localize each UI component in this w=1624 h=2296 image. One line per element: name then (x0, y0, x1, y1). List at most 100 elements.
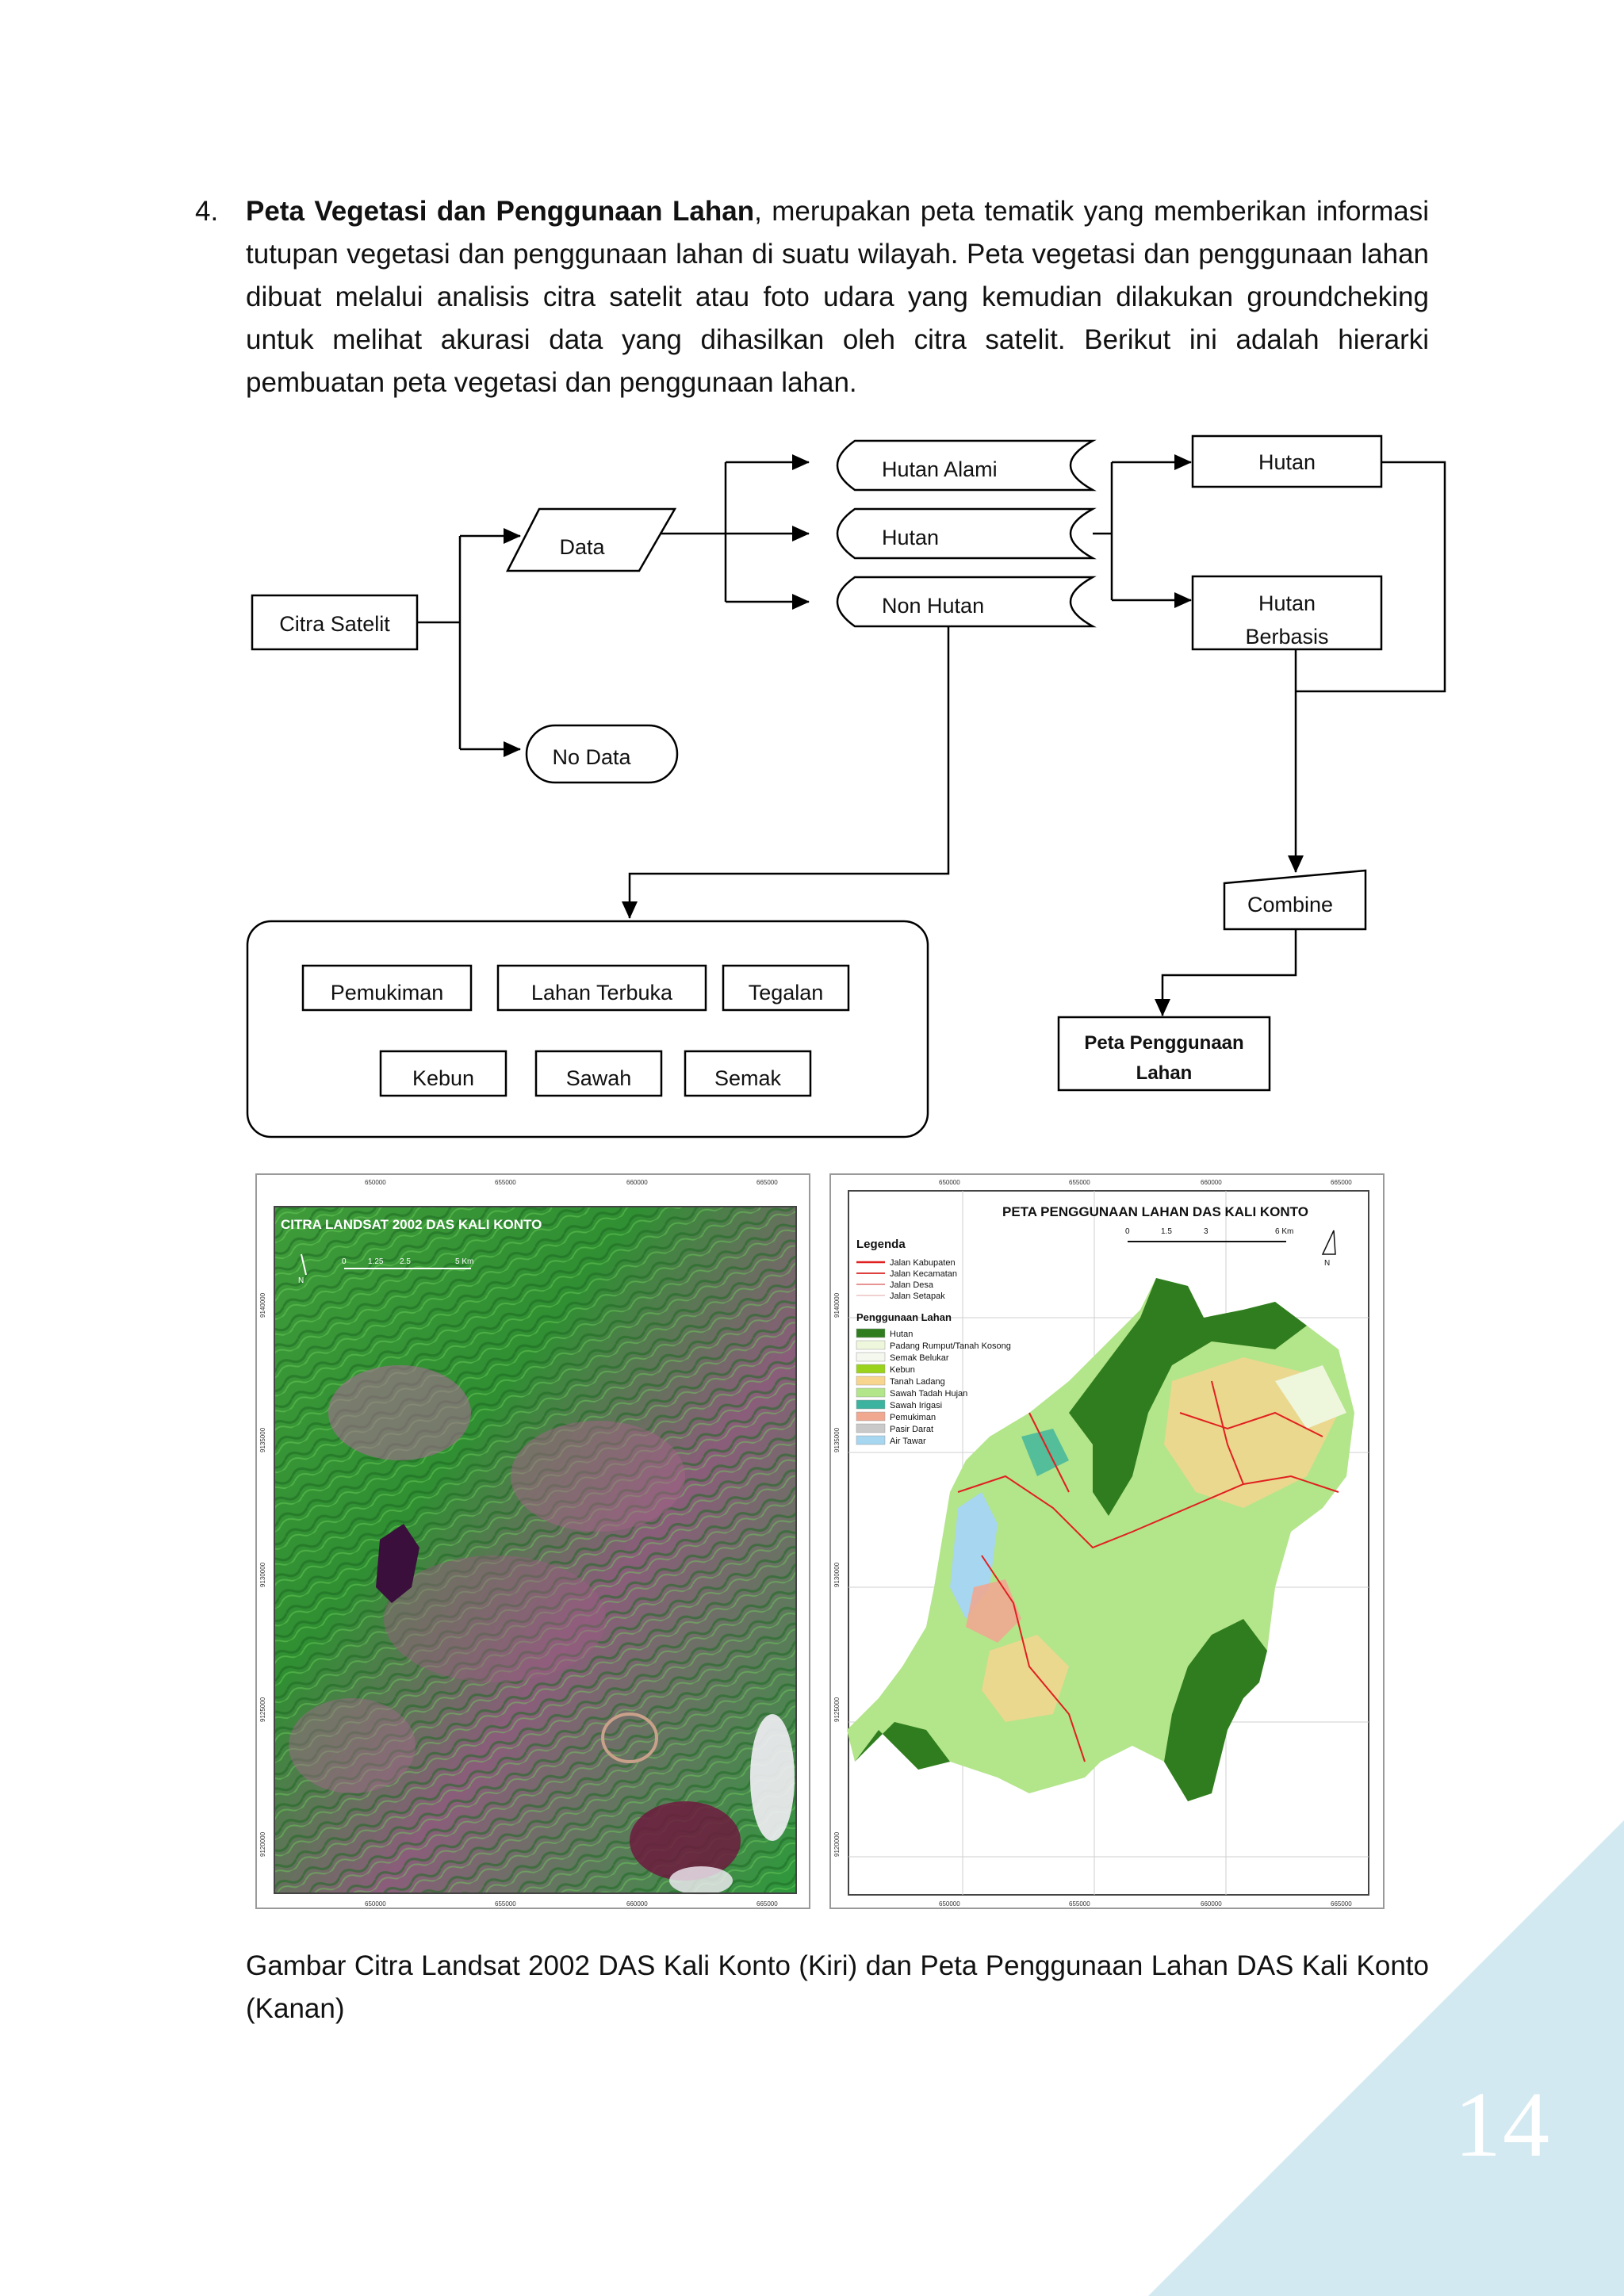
landsat-ytick-2: 9130000 (259, 1562, 266, 1587)
class-sawah: Sawah (566, 1066, 632, 1090)
landuse-north: N (1324, 1259, 1330, 1268)
landuse-ytick-2: 9130000 (833, 1562, 841, 1587)
class-semak: Semak (714, 1066, 782, 1090)
out-hutan-berbasis-label-1: Hutan (1258, 591, 1316, 615)
no-data-box (525, 724, 679, 784)
class-kebun: Kebun (412, 1066, 474, 1090)
landsat-image-frame: CITRA LANDSAT 2002 DAS KALI KONTO N 0 1.… (255, 1173, 810, 1909)
landsat-north: N (298, 1276, 304, 1285)
landsat-scale-1: 1.25 (368, 1257, 384, 1266)
class-tegalan: Tegalan (749, 981, 824, 1004)
combine-box (1223, 869, 1367, 931)
landuse-xtick-3: 665000 (1331, 1179, 1352, 1186)
legend-landuse-label: Semak Belukar (890, 1353, 949, 1363)
landsat-scale-0: 0 (342, 1257, 347, 1266)
landuse-scale-0: 0 (1125, 1227, 1130, 1236)
legend-landuse-label: Sawah Tadah Hujan (890, 1389, 967, 1399)
landuse-subtitle: Penggunaan Lahan (856, 1311, 952, 1323)
legend-swatch (856, 1387, 886, 1398)
figure-caption: Gambar Citra Landsat 2002 DAS Kali Konto… (246, 1950, 1429, 2024)
legend-road-1: Jalan Kecamatan (890, 1269, 957, 1279)
landuse-title: PETA PENGGUNAAN LAHAN DAS KALI KONTO (1002, 1204, 1308, 1219)
class-pemukiman: Pemukiman (331, 981, 444, 1004)
landuse-xtick-b1: 655000 (1069, 1900, 1090, 1908)
landsat-ytick-4: 9120000 (259, 1831, 266, 1857)
out-hutan-label: Hutan (1258, 450, 1316, 474)
landuse-legend: Legenda Jalan Kabupaten Jalan Kecamatan … (856, 1238, 1011, 1446)
legend-title: Legenda (856, 1238, 906, 1251)
landsat-ytick-0: 9140000 (259, 1292, 266, 1318)
data-box (505, 507, 677, 572)
landsat-xtick-b2: 660000 (626, 1900, 648, 1908)
out-hutan-berbasis-box (1191, 575, 1383, 651)
hutan-alami-box (836, 439, 1097, 492)
landsat-xtick-2: 660000 (626, 1179, 648, 1186)
legend-road-2: Jalan Desa (890, 1280, 934, 1290)
legend-landuse-label: Pemukiman (890, 1413, 936, 1422)
section-body: , merupakan peta tematik yang memberikan… (246, 196, 1429, 398)
landuse-xtick-0: 650000 (939, 1179, 960, 1186)
landuse-xtick-b2: 660000 (1201, 1900, 1222, 1908)
legend-swatch (856, 1399, 886, 1410)
legend-landuse-label: Kebun (890, 1365, 915, 1375)
list-number: 4. (195, 196, 219, 227)
landsat-image: CITRA LANDSAT 2002 DAS KALI KONTO N 0 1.… (259, 1179, 797, 1908)
page-number: 14 (1454, 2072, 1551, 2176)
legend-landuse-label: Air Tawar (890, 1437, 926, 1446)
non-hutan-label: Non Hutan (882, 594, 984, 618)
result-label-1: Peta Penggunaan (1084, 1032, 1243, 1054)
result-box (1057, 1016, 1271, 1092)
section-paragraph: Peta Vegetasi dan Penggunaan Lahan, meru… (246, 190, 1429, 404)
landuse-xtick-2: 660000 (1201, 1179, 1222, 1186)
citra-satelit-label: Citra Satelit (279, 612, 390, 636)
legend-swatch (856, 1435, 886, 1445)
landsat-xtick-3: 665000 (756, 1179, 778, 1186)
legend-swatch (856, 1328, 886, 1338)
landuse-xtick-b0: 650000 (939, 1900, 960, 1908)
legend-landuse-label: Padang Rumput/Tanah Kosong (890, 1341, 1011, 1351)
hutan-alami-label: Hutan Alami (882, 457, 998, 481)
landuse-ytick-3: 9125000 (833, 1697, 841, 1722)
legend-swatch (856, 1352, 886, 1362)
landuse-ytick-0: 9140000 (833, 1292, 841, 1318)
landsat-xtick-b1: 655000 (495, 1900, 516, 1908)
flowchart: Citra Satelit Data No Data Hutan Alami H… (246, 434, 1446, 1138)
legend-road-0: Jalan Kabupaten (890, 1258, 956, 1268)
landuse-scale-2: 3 (1204, 1227, 1208, 1236)
landsat-scale-2: 2.5 (400, 1257, 411, 1266)
landuse-ytick-1: 9135000 (833, 1427, 841, 1452)
out-hutan-berbasis-label-2: Berbasis (1245, 625, 1328, 649)
legend-swatch (856, 1423, 886, 1433)
data-label: Data (559, 535, 605, 559)
corner-decoration (1148, 1820, 1624, 2296)
landsat-xtick-1: 655000 (495, 1179, 516, 1186)
legend-landuse-label: Pasir Darat (890, 1425, 933, 1434)
landuse-map: PETA PENGGUNAAN LAHAN DAS KALI KONTO 0 1… (833, 1179, 1369, 1908)
legend-landuse-label: Hutan (890, 1330, 913, 1339)
landsat-ytick-3: 9125000 (259, 1697, 266, 1722)
legend-swatch (856, 1340, 886, 1350)
landsat-title: CITRA LANDSAT 2002 DAS KALI KONTO (281, 1217, 542, 1232)
section-title: Peta Vegetasi dan Penggunaan Lahan (246, 196, 755, 227)
legend-swatch (856, 1376, 886, 1386)
landsat-scale-3: 5 Km (455, 1257, 473, 1266)
no-data-label: No Data (552, 745, 631, 769)
landuse-scale-3: 6 Km (1275, 1227, 1293, 1236)
legend-landuse-label: Tanah Ladang (890, 1377, 945, 1387)
combine-label: Combine (1247, 893, 1333, 916)
non-hutan-box (836, 576, 1097, 628)
landsat-ytick-1: 9135000 (259, 1427, 266, 1452)
landsat-xtick-0: 650000 (365, 1179, 386, 1186)
result-label-2: Lahan (1136, 1062, 1193, 1084)
landuse-xtick-b3: 665000 (1331, 1900, 1352, 1908)
hutan-box (836, 507, 1097, 560)
hutan-label: Hutan (882, 526, 939, 549)
legend-landuse-label: Sawah Irigasi (890, 1401, 942, 1410)
classes-group (246, 920, 929, 1138)
legend-swatch (856, 1364, 886, 1374)
landuse-xtick-1: 655000 (1069, 1179, 1090, 1186)
legend-swatch (856, 1411, 886, 1422)
legend-road-3: Jalan Setapak (890, 1292, 945, 1301)
landsat-xtick-b0: 650000 (365, 1900, 386, 1908)
landuse-map-frame: PETA PENGGUNAAN LAHAN DAS KALI KONTO 0 1… (829, 1173, 1385, 1909)
